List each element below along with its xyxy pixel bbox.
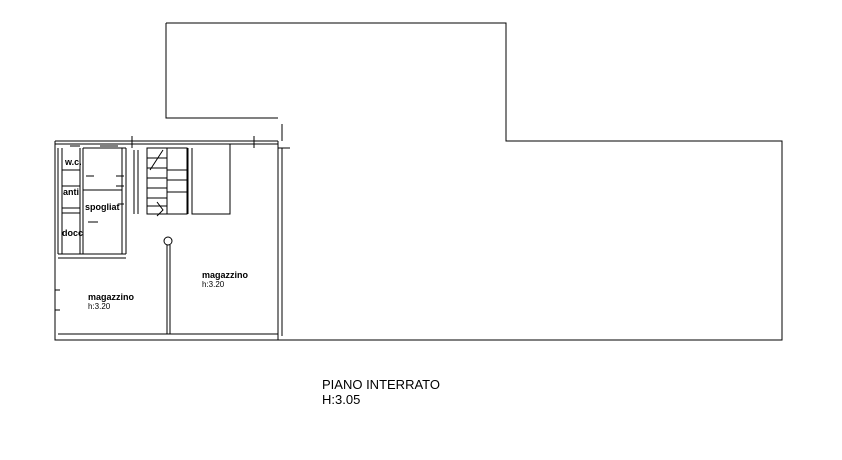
room-height-magazzino-right: h:3.20 <box>202 280 225 289</box>
room-label-wc: w.c. <box>65 157 82 167</box>
upper-volume-left-wall <box>165 23 278 119</box>
staircase <box>146 147 188 217</box>
column-marker <box>163 236 173 246</box>
room-label-magazzino-right: magazzino <box>202 270 249 280</box>
room-label-docc: docc <box>62 228 84 238</box>
room-height-magazzino-left: h:3.20 <box>88 302 111 311</box>
outer-outline <box>166 22 783 341</box>
room-label-anti: anti <box>63 187 80 197</box>
floor-title: PIANO INTERRATO <box>322 377 440 392</box>
floor-height: H:3.05 <box>322 392 361 407</box>
basement-outline <box>54 141 278 341</box>
room-label-spogliat: spogliat <box>85 202 120 212</box>
room-label-magazzino-left: magazzino <box>88 292 135 302</box>
